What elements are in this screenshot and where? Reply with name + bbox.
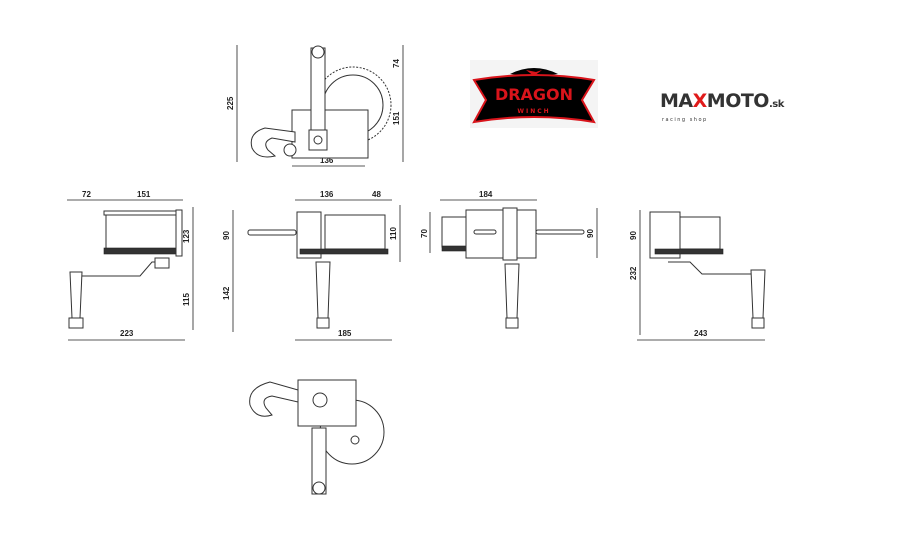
front-view: 136 48 90 142 110 185 [222,190,401,341]
dim-184: 184 [479,190,493,199]
crank-pivot [311,45,325,59]
logo-text-winch: WINCH [517,108,550,115]
crank-plate [502,207,518,261]
drum-flange [103,210,181,216]
logo-text-ma: MA [660,90,693,112]
top-view: 225 74 151 136 [226,45,404,167]
bottom-view [249,379,385,495]
logo-text-dragon: DRAGON [495,85,573,104]
crank-arm [76,261,165,277]
grip-end [505,317,519,329]
hub-bolt [313,135,323,145]
hub [312,392,328,408]
dim-136: 136 [320,190,334,199]
winch-body [291,109,369,159]
gear-teeth [654,248,724,255]
maxmoto-logo: MAXMOTO.sk racing shop [660,90,784,123]
dim-70: 70 [420,229,429,238]
left-view: 72 151 123 115 223 [67,190,194,341]
cable-drum [679,216,721,250]
gear-teeth [441,245,467,252]
dim-90: 90 [222,231,231,240]
dim-136: 136 [320,156,334,165]
crank-arm [668,261,758,275]
dim-225: 225 [226,96,235,110]
logo-text-moto: MOTO [706,90,770,112]
dim-223: 223 [120,329,134,338]
cable-drum [441,216,467,248]
dim-185: 185 [338,329,352,338]
hook [250,127,296,158]
crank-pivot [312,481,326,495]
dragon-logo-graphic: DRAGON WINCH [472,68,596,124]
dragon-winch-logo: DRAGON WINCH [470,60,598,128]
gear-teeth [299,248,389,255]
back-view: 184 70 90 [420,190,598,329]
handle-grip [315,261,331,319]
crank-arm [310,47,326,133]
grip-end [751,317,765,329]
handle-grip [504,263,520,319]
dim-151: 151 [392,111,401,125]
cable-drum [324,214,386,250]
slot [473,229,497,235]
logo-tagline: racing shop [662,117,708,123]
dim-48: 48 [372,190,381,199]
dim-243: 243 [694,329,708,338]
dim-115: 115 [182,293,191,306]
crank-hub [154,257,170,269]
dim-151: 151 [137,190,151,199]
logo-text-x: X [692,90,708,112]
pawl-rod [535,229,585,235]
side-plate [175,209,183,257]
grip-end [316,317,330,329]
dim-90: 90 [629,231,638,240]
dim-110: 110 [389,227,398,240]
hook-eye [283,143,297,157]
bolt [350,435,360,445]
dim-90: 90 [586,229,595,238]
dim-74: 74 [392,59,401,68]
dim-123: 123 [182,229,191,243]
hook [249,381,299,417]
winch-body [297,379,357,427]
gear-teeth [103,247,181,255]
pawl-rod [247,229,297,236]
right-view: 90 232 243 [629,210,766,341]
grip-end [68,317,84,329]
dim-72: 72 [82,190,91,199]
cable-drum [105,214,177,251]
handle-grip [750,269,766,319]
dim-142: 142 [222,286,231,300]
handle-grip [69,271,83,319]
dim-232: 232 [629,266,638,280]
logo-text-sk: .sk [768,99,784,110]
